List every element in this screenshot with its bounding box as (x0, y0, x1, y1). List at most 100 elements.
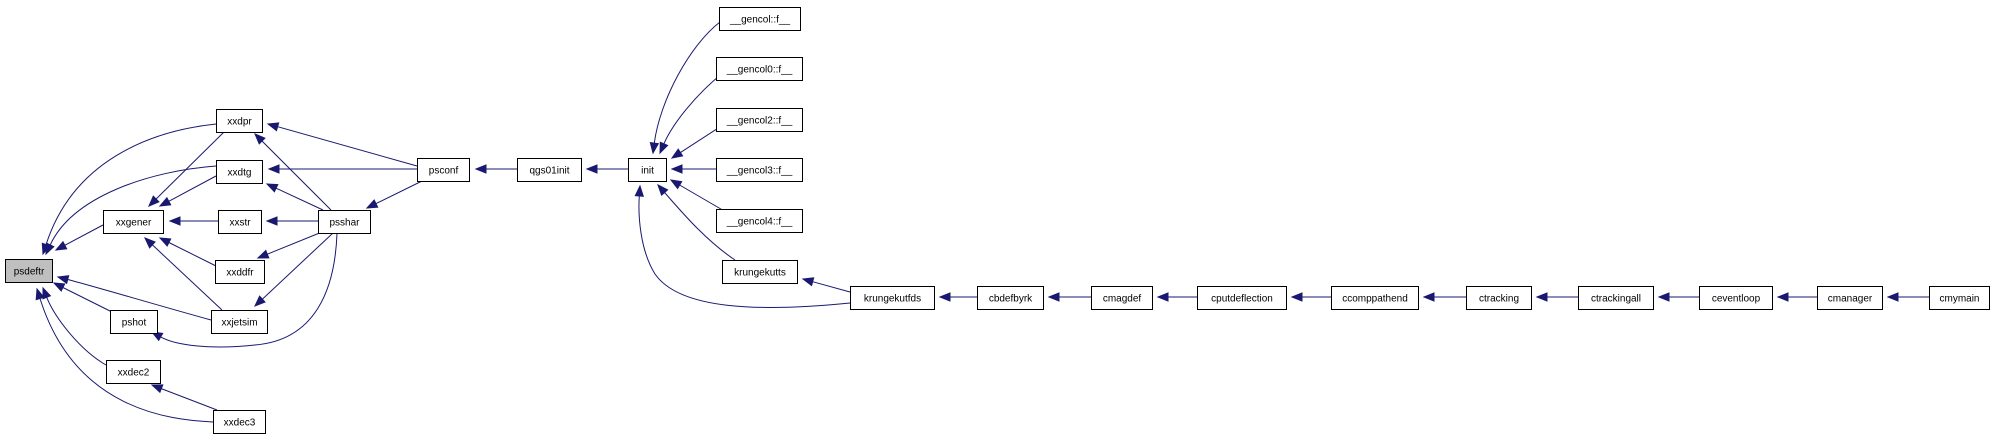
node-xxgener[interactable]: xxgener (103, 210, 164, 234)
edge-psshar-to-xxdpr (261, 140, 332, 211)
edge-psshar-to-xxjetsim (261, 232, 334, 300)
node-cbdefbyrk[interactable]: cbdefbyrk (977, 286, 1044, 310)
node-box[interactable] (103, 210, 164, 234)
node-box[interactable] (1197, 286, 1287, 310)
node-label: __gencol3::f__ (726, 166, 793, 177)
arrowhead-psshar-to-xxddfr (256, 249, 270, 259)
node-box[interactable] (1817, 286, 1883, 310)
arrowhead-gencol2-to-init (670, 148, 684, 159)
node-box[interactable] (1578, 286, 1654, 310)
edge-krungekutts-to-init (664, 192, 736, 261)
arrowhead-xxgener-to-psdeftr (54, 240, 68, 251)
arrowhead-gencol-to-init (649, 142, 660, 155)
node-box[interactable] (1331, 286, 1419, 310)
node-psconf[interactable]: psconf (417, 158, 470, 182)
node-cmanager[interactable]: cmanager (1817, 286, 1883, 310)
node-ccomppathend[interactable]: ccomppathend (1331, 286, 1419, 310)
node-xxddfr[interactable]: xxddfr (215, 260, 265, 284)
node-box[interactable] (213, 410, 266, 434)
node-box[interactable] (1466, 286, 1532, 310)
edge-xxdtg-to-xxgener (168, 175, 217, 202)
node-gencol2[interactable]: __gencol2::f__ (716, 108, 803, 132)
edge-xxjetsim-to-psdeftr (67, 279, 212, 321)
node-label: __gencol::f__ (729, 15, 790, 26)
node-ctrackingall[interactable]: ctrackingall (1578, 286, 1654, 310)
node-box[interactable] (977, 286, 1044, 310)
node-box[interactable] (850, 286, 935, 310)
node-label: __gencol4::f__ (726, 217, 793, 228)
node-label: psdeftr (14, 267, 45, 278)
arrowhead-init-to-qgs01init (585, 164, 598, 174)
node-box[interactable] (218, 210, 262, 234)
node-gencol[interactable]: __gencol::f__ (719, 7, 801, 31)
node-label: xxddfr (226, 268, 254, 279)
arrowhead-ceventloop-to-ctrackingall (1657, 292, 1670, 302)
node-gencol4[interactable]: __gencol4::f__ (716, 209, 803, 233)
node-box[interactable] (1091, 286, 1153, 310)
node-box[interactable] (216, 109, 263, 133)
arrowhead-cbdefbyrk-to-krungekutfds (938, 292, 951, 302)
node-init[interactable]: init (628, 158, 667, 182)
node-label: xxdpr (227, 117, 252, 128)
node-box[interactable] (417, 158, 470, 182)
node-xxstr[interactable]: xxstr (218, 210, 262, 234)
node-qgs01init[interactable]: qgs01init (517, 158, 582, 182)
node-cputdeflection[interactable]: cputdeflection (1197, 286, 1287, 310)
node-box[interactable] (110, 310, 158, 334)
edge-xxdpr-to-psdeftr (45, 123, 217, 245)
node-label: xxdec3 (224, 418, 256, 429)
node-box[interactable] (318, 210, 371, 234)
node-box[interactable] (106, 360, 161, 384)
node-label: cmymain (1939, 294, 1979, 305)
edge-psshar-to-xxddfr (267, 231, 323, 255)
arrowhead-xxdtg-to-psdeftr (45, 242, 55, 256)
node-box[interactable] (716, 108, 803, 132)
node-box[interactable] (216, 160, 263, 184)
node-cmymain[interactable]: cmymain (1929, 286, 1990, 310)
node-xxjetsim[interactable]: xxjetsim (211, 310, 268, 334)
node-box[interactable] (5, 259, 53, 283)
edge-gencol-to-init (653, 21, 721, 144)
arrowhead-psconf-to-xxdpr (266, 122, 280, 132)
node-psshar[interactable]: psshar (318, 210, 371, 234)
arrowhead-xxjetsim-to-xxgener (144, 237, 156, 249)
node-label: cputdeflection (1211, 294, 1273, 305)
node-box[interactable] (215, 260, 265, 284)
node-box[interactable] (628, 158, 667, 182)
node-box[interactable] (211, 310, 268, 334)
node-box[interactable] (1699, 286, 1773, 310)
edge-psconf-to-psshar (375, 180, 423, 205)
node-krungekutts[interactable]: krungekutts (722, 260, 798, 284)
node-box[interactable] (1929, 286, 1990, 310)
arrowhead-xxdec3-to-xxdec2 (150, 384, 164, 394)
node-ceventloop[interactable]: ceventloop (1699, 286, 1773, 310)
node-pshot[interactable]: pshot (110, 310, 158, 334)
node-box[interactable] (716, 209, 803, 233)
node-krungekutfds[interactable]: krungekutfds (850, 286, 935, 310)
arrowhead-psshar-to-xxdpr (254, 133, 266, 145)
node-label: ccomppathend (1342, 294, 1408, 305)
node-xxdpr[interactable]: xxdpr (216, 109, 263, 133)
edge-xxdpr-to-xxgener (155, 131, 225, 200)
node-box[interactable] (722, 260, 798, 284)
node-xxdec2[interactable]: xxdec2 (106, 360, 161, 384)
node-gencol3[interactable]: __gencol3::f__ (716, 158, 803, 182)
node-box[interactable] (719, 7, 801, 31)
node-psdeftr[interactable]: psdeftr (5, 259, 53, 283)
node-label: __gencol0::f__ (726, 65, 793, 76)
node-cmagdef[interactable]: cmagdef (1091, 286, 1153, 310)
node-xxdtg[interactable]: xxdtg (216, 160, 263, 184)
node-xxdec3[interactable]: xxdec3 (213, 410, 266, 434)
arrowhead-psconf-to-psshar (365, 199, 379, 209)
arrowhead-psshar-to-xxdtg (265, 183, 279, 193)
node-gencol0[interactable]: __gencol0::f__ (716, 57, 803, 81)
node-box[interactable] (716, 57, 803, 81)
node-label: krungekutts (734, 268, 786, 279)
arrowhead-pshot-to-psdeftr (52, 282, 66, 292)
edge-psshar-to-pshot (160, 232, 338, 348)
node-box[interactable] (517, 158, 582, 182)
arrowhead-xxddfr-to-xxgener (158, 237, 172, 247)
node-ctracking[interactable]: ctracking (1466, 286, 1532, 310)
node-box[interactable] (716, 158, 803, 182)
